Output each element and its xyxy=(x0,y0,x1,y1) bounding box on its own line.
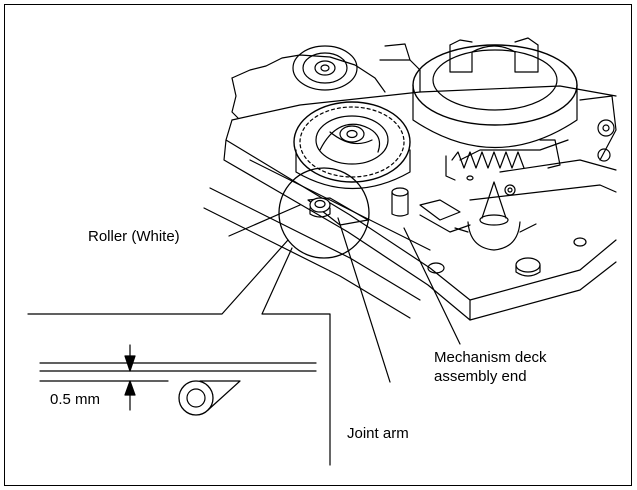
roller-label: Roller (White) xyxy=(88,228,180,245)
right-mechanism xyxy=(459,95,617,201)
zoom-leaders xyxy=(27,239,331,466)
deck-end-leader xyxy=(403,227,461,345)
pivot-cone xyxy=(454,181,537,251)
enlarged-detail xyxy=(39,344,317,416)
label-leaders xyxy=(228,204,461,383)
roller-leader xyxy=(228,204,301,237)
drum-cylinder xyxy=(412,37,578,149)
deck-details xyxy=(391,175,587,277)
deck-plate xyxy=(203,85,617,321)
figure-frame xyxy=(4,4,632,486)
upper-gear xyxy=(292,45,358,91)
spring xyxy=(445,151,525,181)
joint-arm-leader xyxy=(337,217,391,383)
rear-gear-cluster xyxy=(231,43,421,119)
joint-arm-label: Joint arm xyxy=(347,425,409,442)
deck-end-label-line2: assembly end xyxy=(434,368,527,385)
deck-end-label-line1: Mechanism deck xyxy=(434,349,547,366)
gap-dimension-label: 0.5 mm xyxy=(50,391,101,408)
detail-circle xyxy=(278,167,370,259)
main-gear xyxy=(293,101,411,190)
